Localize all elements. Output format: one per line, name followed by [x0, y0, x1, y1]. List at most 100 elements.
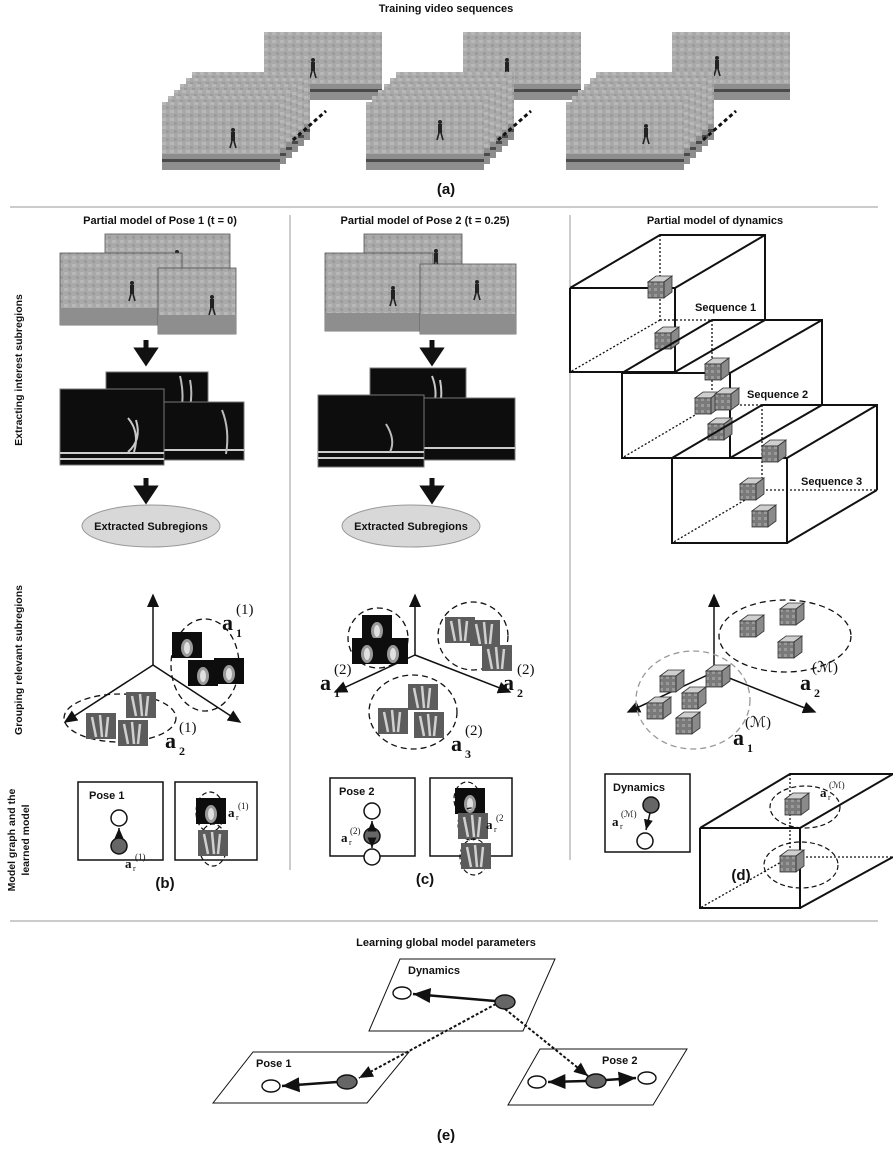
- panel-e-title: Learning global model parameters: [356, 937, 536, 949]
- svg-text:2: 2: [517, 686, 523, 700]
- graph-node-white: [637, 833, 653, 849]
- arrow-down-icon: [138, 340, 154, 362]
- svg-text:1: 1: [747, 741, 753, 755]
- svg-text:r: r: [828, 793, 831, 802]
- arrow-down-icon: [424, 478, 440, 500]
- cluster-tiles: [352, 615, 408, 664]
- svg-text:3: 3: [465, 747, 471, 761]
- extracted-subregions-label: Extracted Subregions: [94, 521, 208, 533]
- svg-text:(ℳ): (ℳ): [621, 809, 637, 819]
- graph-node-gray: [643, 797, 659, 813]
- cluster-label-d2: a 2 (ℳ): [800, 660, 838, 700]
- cluster-label-d1: a 1 (ℳ): [733, 715, 771, 755]
- sequence-label-1: Sequence 1: [695, 302, 756, 314]
- row-label-extracting: Extracting interest subregions: [13, 294, 25, 446]
- svg-text:(2): (2): [465, 723, 483, 739]
- svg-text:(2): (2): [350, 826, 361, 836]
- svg-text:2: 2: [179, 744, 185, 758]
- graph-node-white: [111, 810, 127, 826]
- panel-b-edge-maps: [60, 372, 244, 465]
- svg-text:(1): (1): [135, 852, 146, 862]
- sequence-box-3: [672, 405, 877, 543]
- learned-tile: [455, 788, 485, 814]
- cluster-label-c3: a 3 (2): [451, 723, 483, 761]
- panel-c-caption: (c): [416, 871, 434, 888]
- svg-text:(ℳ): (ℳ): [829, 780, 845, 790]
- row-label-model-graph-2: learned model: [20, 804, 32, 875]
- svg-text:(ℳ): (ℳ): [812, 660, 838, 676]
- learned-tile: [196, 798, 226, 824]
- graph-node-white: [364, 849, 380, 865]
- graph-node-white: [364, 803, 380, 819]
- cluster-label-b1: a 1 (1): [222, 602, 254, 640]
- svg-text:r: r: [349, 838, 352, 847]
- cluster-label-c1: a 1 (2): [320, 662, 352, 700]
- panel-e-caption: (e): [437, 1127, 455, 1144]
- graph-node-gray: [364, 828, 380, 844]
- plane-pose-1: [213, 1052, 409, 1103]
- model-graph-title: Dynamics: [613, 782, 665, 794]
- svg-text:(2): (2): [334, 662, 352, 678]
- graph-node-gray: [111, 838, 127, 854]
- sequence-label-3: Sequence 3: [801, 476, 862, 488]
- node-dynamics-white: [393, 987, 411, 999]
- model-graph-title: Pose 2: [339, 786, 374, 798]
- svg-text:(1): (1): [179, 720, 197, 736]
- svg-text:a: a: [733, 725, 744, 750]
- svg-text:(2: (2: [496, 813, 504, 823]
- learned-tile: [461, 843, 491, 869]
- learned-node-label-d: a r (ℳ): [820, 780, 845, 802]
- cluster-cubes: [647, 665, 730, 734]
- cluster-cubes: [740, 603, 804, 658]
- svg-text:r: r: [620, 822, 623, 831]
- node-pose2-white-left: [528, 1076, 546, 1088]
- svg-text:a: a: [451, 731, 462, 756]
- svg-text:(1): (1): [236, 602, 254, 618]
- frame-stack: [566, 72, 714, 170]
- learned-tile: [198, 830, 228, 856]
- svg-text:a: a: [228, 805, 235, 820]
- node-pose2-gray: [586, 1074, 606, 1088]
- node-pose2-white-right: [638, 1072, 656, 1084]
- panel-d-caption: (d): [731, 867, 750, 884]
- svg-text:a: a: [820, 785, 827, 800]
- node-pose1-gray: [337, 1075, 357, 1089]
- panel-b-caption: (b): [155, 875, 174, 892]
- svg-text:1: 1: [334, 686, 340, 700]
- panel-b-frames: [60, 234, 236, 334]
- svg-text:a: a: [800, 670, 811, 695]
- row-label-model-graph-1: Model graph and the: [6, 789, 18, 892]
- video-stack-2: [366, 32, 581, 170]
- extracted-subregions-label: Extracted Subregions: [354, 521, 468, 533]
- svg-text:(1): (1): [238, 801, 249, 811]
- svg-text:a: a: [486, 817, 493, 832]
- svg-text:r: r: [133, 864, 136, 873]
- edge-pose2-left: [548, 1081, 586, 1082]
- arrow-down-icon: [424, 340, 440, 362]
- svg-text:r: r: [494, 825, 497, 834]
- video-stack-3: [566, 32, 790, 170]
- node-pose1-white: [262, 1080, 280, 1092]
- cluster-tiles: [172, 632, 244, 686]
- cluster-label-b2: a 2 (1): [165, 720, 197, 758]
- svg-text:a: a: [125, 856, 132, 871]
- arrow-down-icon: [138, 478, 154, 500]
- svg-text:2: 2: [814, 686, 820, 700]
- panel-c-frames: [325, 234, 516, 334]
- panel-a-title: Training video sequences: [379, 3, 514, 15]
- svg-text:a: a: [612, 814, 619, 829]
- graph-node-label-b: a r (1): [125, 852, 146, 873]
- panel-d-title: Partial model of dynamics: [647, 215, 783, 227]
- svg-text:a: a: [503, 670, 514, 695]
- panel-c-edge-maps: [318, 368, 515, 467]
- panel-a-caption: (a): [437, 181, 455, 198]
- learned-model-box-3d: [700, 774, 893, 908]
- svg-text:a: a: [222, 610, 233, 635]
- panel-c-title: Partial model of Pose 2 (t = 0.25): [340, 215, 509, 227]
- video-stack-1: [162, 32, 382, 170]
- cluster-tiles: [86, 692, 156, 746]
- row-label-grouping: Grouping relevant subregions: [13, 585, 25, 735]
- svg-text:1: 1: [236, 626, 242, 640]
- plane-label-dynamics: Dynamics: [408, 965, 460, 977]
